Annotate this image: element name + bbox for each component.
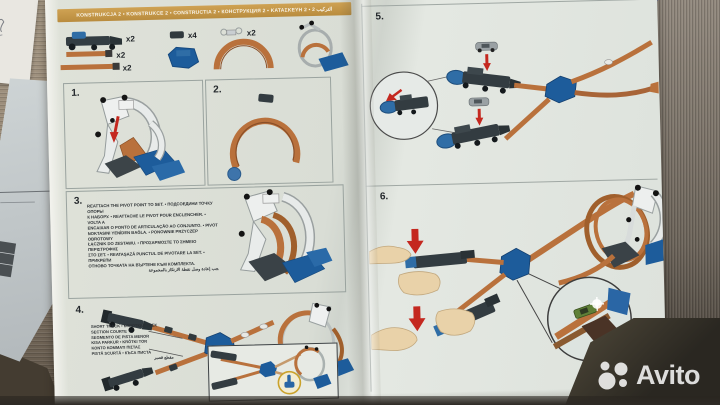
hand-right-bottom [435, 308, 476, 336]
connector-qty: x4 [188, 31, 198, 40]
step-4-callout-text: SHORT TRACK • КОРОТКИЙ ТРЕК SECTION COUR… [91, 323, 175, 389]
arch-track-part-icon [213, 38, 274, 70]
step-3-panel: 3. REATTACH THE PIVOT POINT TO SET. • ПО… [65, 184, 347, 300]
table-edge-bottom [0, 396, 720, 405]
header-title: KONSTRUKCJA 2 • KONSTRUKCE 2 • CONSTRUCT… [76, 6, 333, 19]
clip-part-icon [220, 27, 243, 36]
booster-part-icon [167, 46, 200, 69]
step-1-diagram [95, 94, 186, 181]
short-track-qty: x2 [116, 51, 126, 60]
step-2-panel: 2. [204, 76, 334, 186]
hand-left-bottom [370, 327, 418, 352]
loop-structure [517, 184, 667, 286]
document-lines [0, 73, 100, 368]
step-3-label: 3. [73, 195, 83, 207]
step-1-panel: 1. [63, 79, 206, 190]
step-2-label: 2. [213, 84, 222, 96]
step-1-label: 1. [71, 87, 80, 99]
step-6-label: 6. [379, 191, 389, 203]
step-6-diagram [368, 184, 667, 362]
step-3-instructions: REATTACH THE PIVOT POINT TO SET. • ПОДСО… [87, 200, 219, 285]
car-top [475, 41, 498, 72]
avito-brand-text: Avito [636, 359, 701, 390]
avito-dots-icon [598, 361, 628, 390]
hand-right-top [398, 271, 441, 296]
press-arrow-top [406, 228, 424, 254]
launcher-bottom [101, 367, 154, 392]
launcher-qty: x2 [126, 34, 136, 43]
assembled-thumbnail [297, 20, 349, 72]
launcher-bottom [436, 123, 511, 149]
launcher-part-icon [65, 31, 123, 51]
avito-watermark: Avito [597, 358, 701, 392]
step-4-panel: 4. [68, 294, 359, 405]
long-track-qty: x2 [123, 63, 133, 72]
loose-paper-top-left [0, 0, 39, 86]
press-arrow-bottom [408, 306, 426, 332]
clip-qty: x2 [247, 28, 257, 37]
thumbs-up-icon [277, 370, 302, 395]
step-3-diagram [238, 189, 333, 283]
step-4-inset [207, 342, 339, 402]
hand-left-top [368, 245, 412, 265]
connector-part-icon [169, 31, 184, 39]
step-2-diagram [227, 93, 301, 181]
launcher-top [404, 249, 475, 269]
step-5-label: 5. [375, 11, 384, 23]
short-track-part-icon [66, 49, 113, 58]
launcher-top [446, 66, 521, 94]
step-4-inset-diagram [210, 345, 332, 395]
step-4-label: 4. [75, 304, 85, 316]
instruction-booklet: KONSTRUKCJA 2 • KONSTRUKCE 2 • CONSTRUCT… [44, 0, 668, 405]
car-bottom [468, 97, 490, 126]
launcher-top [100, 309, 153, 333]
handwriting-marks [0, 18, 5, 37]
step-5-diagram [369, 40, 659, 149]
long-track-part-icon [60, 62, 120, 71]
parts-list: x2 x2 x2 x4 x2 [60, 20, 349, 73]
loose-document-left [0, 73, 100, 368]
